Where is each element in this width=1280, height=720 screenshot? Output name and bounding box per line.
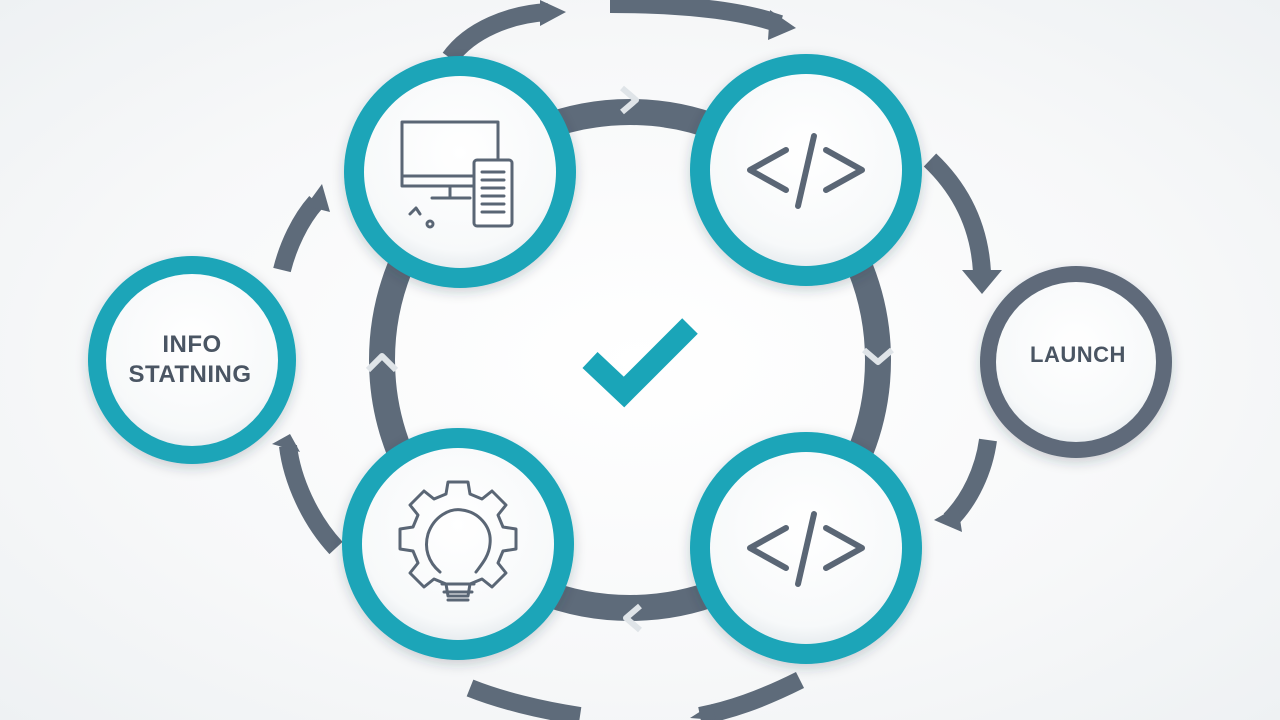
- arrow-left-upper: [273, 196, 323, 273]
- arrow-right-upper: [923, 153, 991, 273]
- arrowhead-left-upper: [306, 184, 330, 212]
- arrowhead-left-lower: [272, 434, 300, 452]
- arrowhead-top-left: [540, 0, 566, 26]
- arrowhead-top-right: [768, 10, 796, 40]
- arrowheads: [272, 0, 1002, 720]
- info-label-line-2: STATNING: [128, 361, 251, 388]
- arrow-left-lower: [279, 444, 343, 555]
- arrow-bottom-left: [466, 679, 582, 720]
- info-label-line-1: INFO: [162, 331, 221, 358]
- code-brackets-icon: [747, 133, 865, 209]
- ring-chevron-right: [862, 347, 894, 365]
- arrow-top-right: [609, 0, 783, 33]
- node-idea: [342, 428, 574, 660]
- arrowhead-right-lower: [934, 506, 962, 532]
- arrowhead-right-upper: [962, 270, 1002, 294]
- checkmark-icon: [582, 318, 698, 408]
- ring-chevron-bottom: [623, 603, 642, 633]
- node-devices: [344, 56, 576, 288]
- node-launch: [980, 266, 1172, 458]
- node-info: [88, 256, 296, 464]
- code-brackets-icon: [747, 511, 865, 587]
- desktop-and-tablet-icon: [400, 120, 514, 229]
- ring-chevron-left: [365, 353, 399, 373]
- arrowhead-bottom-right: [690, 704, 716, 720]
- ring-chevron-top: [620, 85, 639, 115]
- launch-label: LAUNCH: [1030, 342, 1126, 367]
- arrow-top-left: [442, 3, 549, 64]
- arrow-bottom-right: [698, 671, 805, 720]
- gear-lightbulb-icon: [398, 480, 518, 602]
